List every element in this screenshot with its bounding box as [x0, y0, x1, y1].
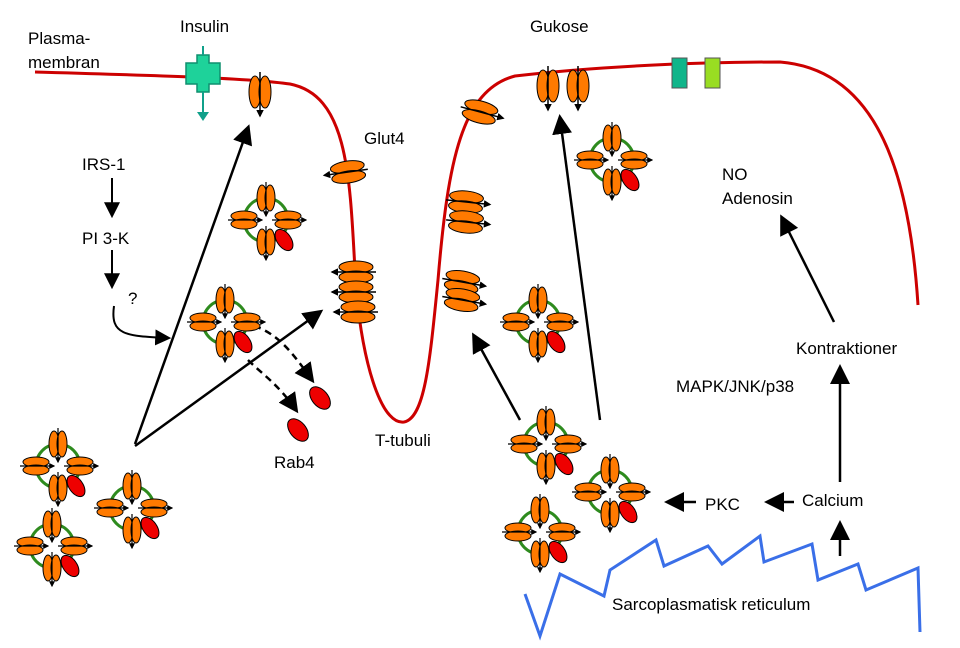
- label-pi3k: PI 3-K: [82, 229, 130, 248]
- rab4-icon: [548, 540, 568, 564]
- arrow-contraction-cluster-to-ttubule: [472, 332, 522, 421]
- arrow-kontraktioner-to-no: [780, 214, 836, 323]
- rab4-proteins: [287, 386, 331, 442]
- rab4-icon: [618, 500, 638, 524]
- membrane-channel-green-icon: [704, 57, 721, 89]
- label-mapk: MAPK/JNK/p38: [676, 377, 794, 396]
- rab4-icon: [233, 330, 253, 354]
- glut4-vesicle: [14, 508, 94, 588]
- rab4-free-icon: [287, 418, 309, 442]
- label-glucose: Gukose: [530, 17, 589, 36]
- arrow-dashed-rab4-b: [247, 359, 299, 414]
- label-sarcoplasmatic-reticulum: Sarcoplasmatisk reticulum: [612, 595, 810, 614]
- rab4-free-icon: [309, 386, 331, 410]
- label-rab4: Rab4: [274, 453, 315, 472]
- rab4-icon: [546, 330, 566, 354]
- plasma-membrane: [34, 60, 920, 424]
- glut4-transporter-ttubule: [332, 300, 378, 324]
- glut4-vesicles: [14, 122, 654, 588]
- insulin-signal-arrowhead: [197, 112, 209, 121]
- glut4-transporter-ttubule: [322, 160, 368, 184]
- label-irs1: IRS-1: [82, 155, 125, 174]
- rab4-icon: [66, 474, 86, 498]
- glut4-vesicle: [94, 470, 174, 550]
- rab4-icon: [554, 452, 574, 476]
- glut4-transporter-ttubule: [442, 287, 488, 313]
- label-no: NO: [722, 165, 748, 184]
- glut4-transporter-membrane: [536, 66, 560, 112]
- glut4-transporter-ttubule: [330, 280, 376, 304]
- glut4-vesicle: [500, 284, 580, 364]
- label-question: ?: [128, 289, 137, 308]
- glut4-vesicle: [502, 494, 582, 574]
- arrow-cluster-to-ttubule: [134, 309, 324, 448]
- glut4-transporter-membrane: [248, 72, 272, 118]
- glut4-transporter-ttubule: [330, 260, 376, 284]
- label-glut4: Glut4: [364, 129, 405, 148]
- insulin-receptor-icon: [185, 46, 221, 93]
- glut4-vesicle: [187, 284, 267, 364]
- label-t-tubuli: T-tubuli: [375, 431, 431, 450]
- rab4-icon: [60, 554, 80, 578]
- rab4-icon: [274, 228, 294, 252]
- glut4-vesicle: [572, 454, 652, 534]
- glut4-vesicle: [20, 428, 100, 508]
- label-insulin: Insulin: [180, 17, 229, 36]
- rab4-icon: [140, 516, 160, 540]
- membrane-channel-teal-icon: [671, 57, 688, 89]
- glut4-transporter-ttubule: [446, 210, 492, 234]
- sarcoplasmatic-reticulum: [523, 533, 922, 641]
- arrow-dashed-rab4-a: [253, 324, 315, 384]
- label-calcium: Calcium: [802, 491, 863, 510]
- glut4-vesicle: [574, 122, 654, 202]
- glut4-transporter-membrane: [566, 66, 590, 112]
- arrow-question-to-vesicle: [112, 305, 172, 346]
- label-plasma-line1: Plasma-: [28, 29, 90, 48]
- glut4-vesicle: [508, 406, 588, 486]
- rab4-icon: [620, 168, 640, 192]
- label-pkc: PKC: [705, 495, 740, 514]
- label-adenosin: Adenosin: [722, 189, 793, 208]
- arrow-contraction-cluster-to-membrane: [552, 114, 602, 421]
- glut4-vesicle: [228, 182, 308, 262]
- label-plasma-line2: membran: [28, 53, 100, 72]
- glut4-transporters: [248, 66, 590, 324]
- glut4-transporter-ttubule: [446, 190, 492, 214]
- arrow-cluster-to-membrane: [133, 124, 253, 445]
- label-kontraktioner: Kontraktioner: [796, 339, 897, 358]
- glut4-transporter-ttubule: [460, 99, 505, 125]
